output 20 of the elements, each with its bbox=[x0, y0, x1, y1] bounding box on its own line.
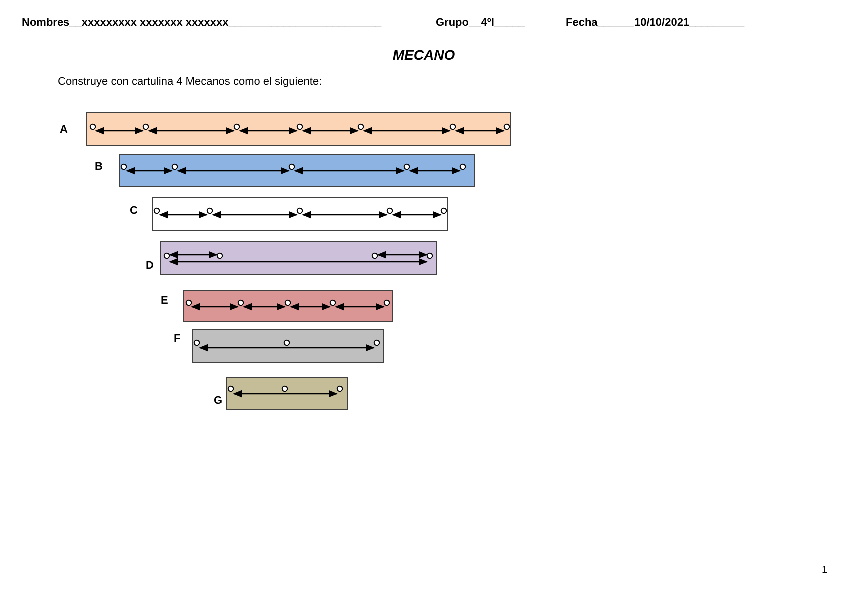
group-field: Grupo__4ºI_____ bbox=[436, 15, 526, 32]
instruction-text: Construye con cartulina 4 Mecanos como el siguiente: bbox=[58, 75, 322, 90]
strip-letter: B bbox=[95, 160, 103, 175]
strip bbox=[192, 329, 384, 363]
strip bbox=[160, 241, 437, 275]
page-number: 1 bbox=[822, 564, 828, 578]
name-field: Nombres__xxxxxxxxx xxxxxxx xxxxxxx_________________________ bbox=[22, 15, 382, 32]
strip bbox=[226, 377, 348, 410]
strip-letter: F bbox=[174, 332, 181, 347]
title: MECANO bbox=[392, 46, 456, 65]
strip bbox=[86, 112, 511, 146]
strip-letter: A bbox=[60, 123, 68, 138]
strip bbox=[119, 154, 475, 187]
strip bbox=[152, 197, 448, 231]
strip-letter: D bbox=[146, 259, 154, 274]
strip-letter: G bbox=[214, 394, 223, 409]
strip bbox=[183, 290, 393, 322]
strip-letter: C bbox=[130, 204, 138, 219]
strip-letter: E bbox=[161, 294, 168, 309]
date-field: Fecha______10/10/2021_________ bbox=[566, 15, 745, 32]
